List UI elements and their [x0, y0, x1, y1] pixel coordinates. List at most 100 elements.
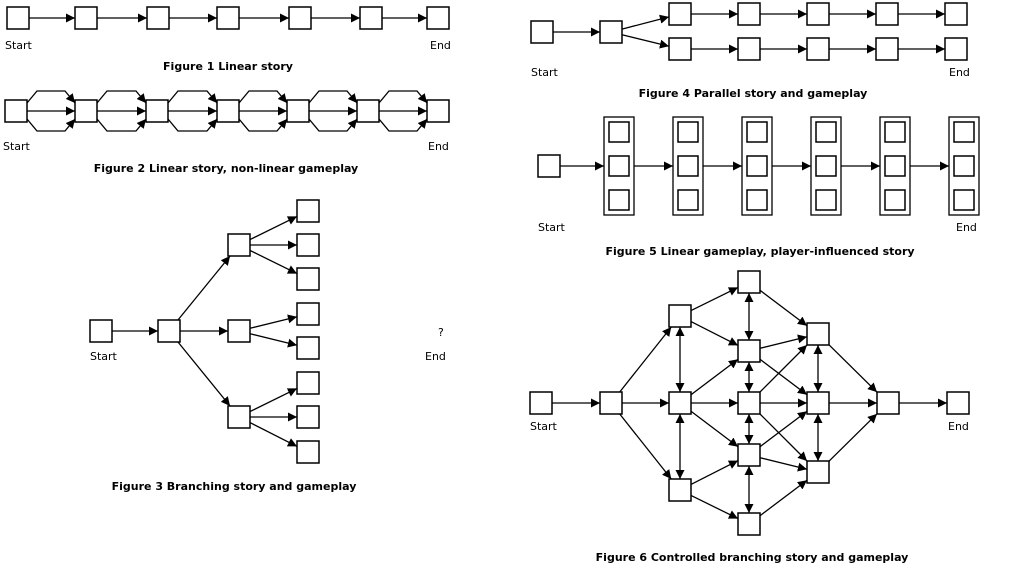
fig1-node — [288, 6, 312, 30]
fig5-choice-node — [953, 189, 975, 211]
fig4-node — [875, 2, 899, 26]
fig3-branch-node — [227, 233, 251, 257]
fig6-node — [946, 391, 970, 415]
fig5-choice-node — [608, 121, 630, 143]
fig2-lower-path — [378, 118, 428, 132]
figure-1-caption: Figure 1 Linear story — [163, 60, 293, 73]
fig2-end-label: End — [428, 140, 449, 153]
fig3-arrow — [249, 333, 298, 348]
fig2-lower-path — [26, 118, 76, 132]
fig6-arrow — [759, 410, 808, 448]
fig5-start-label: Start — [538, 221, 566, 234]
fig1-node — [359, 6, 383, 30]
fig3-start-label: Start — [90, 350, 118, 363]
figure-3-caption: Figure 3 Branching story and gameplay — [112, 480, 357, 493]
fig6-node — [806, 391, 830, 415]
fig5-choice-node — [884, 155, 906, 177]
fig3-arrow — [249, 314, 298, 329]
fig4-node — [737, 37, 761, 61]
fig6-arrow — [690, 321, 739, 346]
fig6-node — [599, 391, 623, 415]
fig6-node — [737, 512, 761, 536]
fig2-start-label: Start — [3, 140, 31, 153]
fig5-choice-node — [608, 189, 630, 211]
figure-1-diagram — [6, 6, 450, 30]
fig4-node — [944, 2, 968, 26]
figure-5-diagram — [537, 116, 980, 216]
fig1-node — [146, 6, 170, 30]
fig6-start-label: Start — [530, 420, 558, 433]
fig2-upper-path — [26, 90, 76, 104]
fig6-node — [668, 391, 692, 415]
fig4-node — [668, 2, 692, 26]
fig5-choice-node — [884, 189, 906, 211]
fig3-arrow — [177, 341, 231, 407]
fig6-arrow — [690, 358, 739, 396]
fig5-end-label: End — [956, 221, 977, 234]
fig3-branch-node — [227, 319, 251, 343]
fig6-arrow — [690, 494, 739, 520]
fig3-arrow — [249, 249, 298, 275]
figure-4-caption: Figure 4 Parallel story and gameplay — [639, 87, 868, 100]
fig6-node — [668, 304, 692, 328]
fig6-arrow — [690, 410, 739, 448]
fig2-upper-path — [167, 90, 218, 104]
fig2-node — [145, 99, 169, 123]
fig6-arrow — [759, 457, 808, 472]
fig3-leaf-node — [296, 336, 320, 360]
fig2-node — [356, 99, 380, 123]
fig6-arrow — [690, 286, 739, 312]
fig3-start-node — [89, 319, 113, 343]
fig3-leaf-node — [296, 405, 320, 429]
figure-6-caption: Figure 6 Controlled branching story and … — [596, 551, 909, 564]
figure-6-diagram — [529, 270, 970, 536]
fig5-choice-node — [953, 155, 975, 177]
fig4-node — [737, 2, 761, 26]
fig4-start-label: Start — [531, 66, 559, 79]
fig1-node — [6, 6, 30, 30]
fig4-node — [875, 37, 899, 61]
fig3-leaf-node — [296, 233, 320, 257]
fig1-node — [74, 6, 98, 30]
fig6-arrow — [619, 413, 672, 480]
fig3-arrow — [177, 255, 231, 321]
fig2-node — [74, 99, 98, 123]
figure-5-caption: Figure 5 Linear gameplay, player-influen… — [605, 245, 914, 258]
fig3-leaf-node — [296, 371, 320, 395]
fig6-arrow — [759, 334, 808, 349]
fig6-node — [737, 391, 761, 415]
fig5-choice-node — [608, 155, 630, 177]
fig6-node — [876, 391, 900, 415]
fig6-arrow — [759, 289, 808, 327]
fig3-arrow — [249, 422, 298, 447]
fig3-leaf-node — [296, 199, 320, 223]
fig4-node — [944, 37, 968, 61]
fig6-node — [806, 322, 830, 346]
fig4-node — [668, 37, 692, 61]
fig4-node — [806, 37, 830, 61]
fig6-arrow — [759, 344, 808, 393]
fig6-node — [737, 270, 761, 294]
fig5-choice-node — [677, 155, 699, 177]
fig2-lower-path — [308, 118, 358, 132]
fig2-node — [4, 99, 28, 123]
fig2-upper-path — [238, 90, 288, 104]
fig5-choice-node — [815, 189, 837, 211]
fig5-choice-node — [746, 155, 768, 177]
fig4-node — [806, 2, 830, 26]
fig3-end-label: End — [425, 350, 446, 363]
fig4-end-label: End — [949, 66, 970, 79]
fig4-start-node — [530, 20, 554, 44]
fig4-arrow — [621, 14, 670, 30]
fig5-choice-node — [746, 189, 768, 211]
figure-2-diagram — [4, 90, 450, 132]
fig2-lower-path — [96, 118, 147, 132]
fig6-arrow — [690, 460, 739, 485]
fig6-arrow — [759, 413, 808, 462]
fig2-upper-path — [96, 90, 147, 104]
fig6-arrow — [828, 344, 878, 393]
fig5-choice-node — [815, 155, 837, 177]
fig5-choice-node — [815, 121, 837, 143]
fig2-node — [286, 99, 310, 123]
